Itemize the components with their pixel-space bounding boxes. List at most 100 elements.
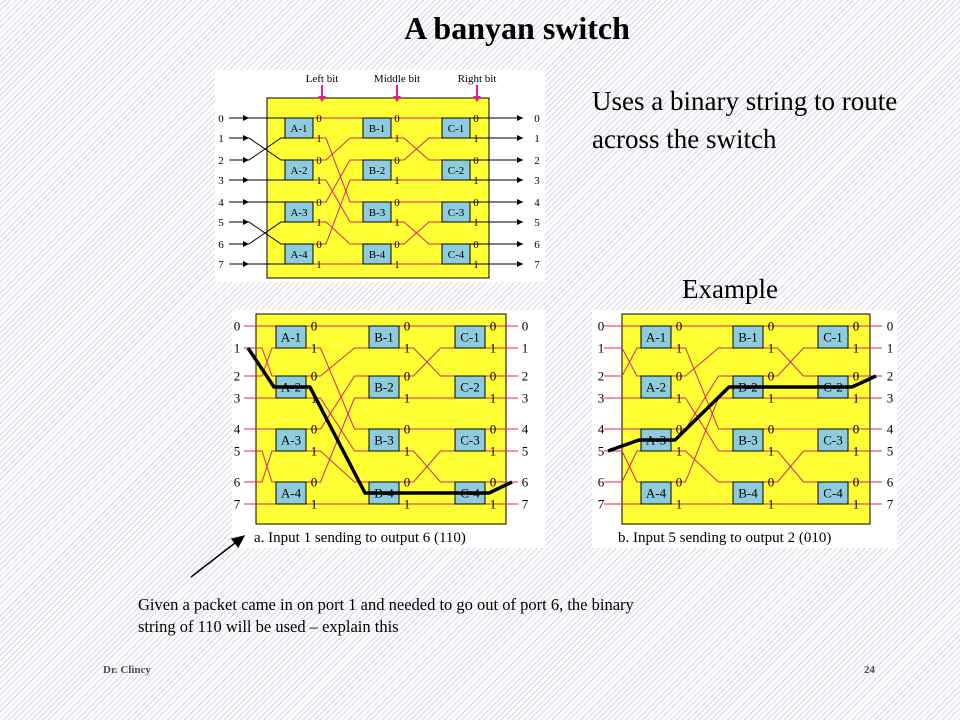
bit-label: 1 [768,341,775,356]
switch-element-label: B-1 [374,330,394,345]
bit-label: 0 [404,369,411,384]
switch-element-label: C-1 [823,330,843,345]
switch-element-label: A-4 [281,486,302,501]
switch-link [671,347,733,377]
input-port-label: 3 [598,391,605,406]
input-port-label: 0 [234,319,241,334]
switch-element [640,481,672,505]
banyan-switch: 010101010101010101010101A-1A-2A-3A-4B-1B… [218,97,540,279]
bit-label: 0 [853,422,860,437]
footer-page-number: 24 [864,664,875,676]
switch-element-label: C-4 [823,486,843,501]
output-arrow [517,157,523,163]
output-port-label: 4 [534,197,540,209]
bit-label: 0 [853,319,860,334]
bit-label: 1 [311,341,318,356]
output-port-label: 2 [887,369,894,384]
route-path [246,347,513,495]
bit-label: 0 [473,155,479,167]
switch-element [732,325,764,349]
switch-element-label: B-2 [369,165,386,177]
input-arrow [243,177,249,183]
input-port-label: 5 [234,444,241,459]
switch-element-label: A-2 [646,380,666,395]
bit-label: 0 [316,155,322,167]
switch-element [817,481,849,505]
input-line [229,137,285,161]
switch-element [284,159,314,181]
input-port-label: 4 [218,197,224,209]
output-arrow [517,115,523,121]
switch-element [284,201,314,223]
switch-element-label: C-2 [448,165,465,177]
switch-link [399,450,455,483]
input-arrow [243,135,249,141]
output-port-label: 4 [522,422,529,437]
slide-subtitle: Uses a binary string to route across the… [592,86,898,154]
bit-label: 0 [394,155,400,167]
bit-label: 1 [853,341,860,356]
output-port-label: 0 [522,319,529,334]
switch-element [362,243,392,265]
output-port-label: 1 [534,133,540,145]
bit-header-label: Right bit [458,73,497,85]
output-port-label: 2 [522,369,529,384]
bit-label: 1 [394,217,400,229]
bit-label: 0 [676,369,683,384]
bit-header-label: Middle bit [374,73,420,85]
input-port-label: 2 [234,369,241,384]
input-port-label: 3 [218,175,224,187]
bit-label: 0 [473,197,479,209]
switch-element-label: C-4 [448,249,465,261]
switch-element [732,481,764,505]
switch-element [441,117,471,139]
bit-label: 1 [394,133,400,145]
switch-element-label: A-1 [281,330,301,345]
input-port-label: 0 [218,113,224,125]
bit-label: 0 [311,369,318,384]
footer-author: Dr. Clincy [103,664,151,676]
bit-label: 1 [316,259,322,271]
switch-element-label: C-3 [823,433,843,448]
bit-label: 1 [404,497,411,512]
bit-label: 0 [853,475,860,490]
example-switch: 010101010101010101010101A-1A-2A-3A-4B-1B… [598,313,894,525]
output-port-label: 7 [522,497,529,512]
switch-element-label: B-2 [374,380,394,395]
bit-label: 1 [490,444,497,459]
input-line [229,221,285,245]
output-arrow [517,177,523,183]
switch-element [368,375,400,399]
switch-element-label: A-4 [646,486,667,501]
switch-link [306,347,369,430]
input-port-label: 5 [218,217,224,229]
switch-element [732,428,764,452]
switch-element-label: A-4 [290,249,308,261]
output-port-label: 0 [534,113,540,125]
banyan-switch-diagram: 010101010101010101010101A-1A-2A-3A-4B-1B… [215,70,545,282]
switch-element [275,325,307,349]
example-b-diagram: 010101010101010101010101A-1A-2A-3A-4B-1B… [592,310,897,548]
output-arrow [517,199,523,205]
switch-element [275,481,307,505]
switch-element [441,201,471,223]
switch-element [454,428,486,452]
switch-element-label: B-4 [738,486,758,501]
output-port-label: 6 [887,475,894,490]
switch-link [671,397,733,452]
output-port-label: 3 [534,175,540,187]
bit-label: 0 [473,239,479,251]
switch-link [313,137,363,161]
switch-link [306,347,369,377]
input-port-label: 6 [598,475,605,490]
bit-header-label: Left bit [306,73,339,85]
switch-link [313,159,363,203]
bit-label: 1 [676,391,683,406]
bit-label: 1 [853,444,860,459]
example-switch: 010101010101010101010101A-1A-2A-3A-4B-1B… [234,313,529,525]
switch-element [817,325,849,349]
switch-element [362,201,392,223]
switch-element-label: A-1 [646,330,666,345]
bit-label: 0 [768,369,775,384]
bit-label: 0 [490,369,497,384]
